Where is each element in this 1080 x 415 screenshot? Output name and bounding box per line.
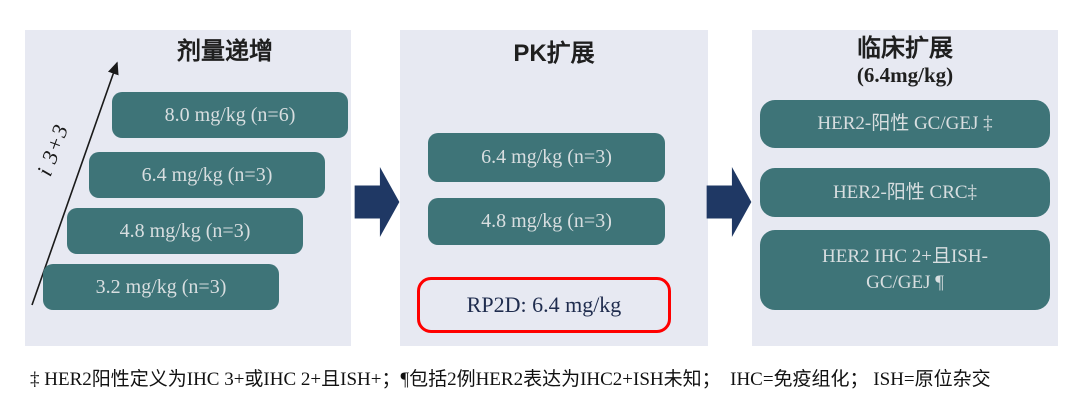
flow-arrow-right-icon — [354, 167, 400, 237]
cohort-label: HER2-阳性 GC/GEJ ‡ — [817, 113, 993, 134]
cohort-box-crc: HER2-阳性 CRC‡ — [760, 168, 1050, 217]
dose-box-6-4: 6.4 mg/kg (n=3) — [89, 152, 325, 198]
cohort-box-gc-gej: HER2-阳性 GC/GEJ ‡ — [760, 100, 1050, 148]
dose-box-label: 4.8 mg/kg (n=3) — [119, 219, 251, 242]
dose-box-label: 6.4 mg/kg (n=3) — [481, 146, 612, 168]
cohort-box-ihc2-ish-neg: HER2 IHC 2+且ISH- GC/GEJ ¶ — [760, 230, 1050, 310]
pk-expansion-title: PK扩展 — [513, 40, 595, 67]
clinical-expansion-title: 临床扩展 (6.4mg/kg) — [752, 35, 1058, 88]
rp2d-highlight-box: RP2D: 6.4 mg/kg — [417, 277, 671, 333]
cohort-label: HER2 IHC 2+且ISH- GC/GEJ ¶ — [822, 246, 988, 293]
dose-box-label: 3.2 mg/kg (n=3) — [95, 275, 227, 298]
dose-box-3-2: 3.2 mg/kg (n=3) — [43, 264, 279, 310]
cohort-label: HER2-阳性 CRC‡ — [832, 181, 978, 203]
escalation-arrow-icon — [31, 61, 119, 306]
pk-expansion-panel: PK扩展 6.4 mg/kg (n=3) 4.8 mg/kg (n=3) RP2… — [400, 30, 708, 346]
dose-box-label: 6.4 mg/kg (n=3) — [141, 163, 273, 186]
footnote: ‡ HER2阳性定义为IHC 3+或IHC 2+且ISH+；¶包括2例HER2表… — [30, 369, 991, 390]
dose-box-label: 8.0 mg/kg (n=6) — [164, 103, 296, 126]
dose-box-4-8: 4.8 mg/kg (n=3) — [67, 208, 303, 254]
pk-dose-box-6-4: 6.4 mg/kg (n=3) — [428, 133, 665, 182]
clinical-expansion-dose-subtitle: (6.4mg/kg) — [856, 63, 954, 87]
dose-box-8-0: 8.0 mg/kg (n=6) — [112, 92, 348, 138]
clinical-expansion-title-text: 临床扩展 — [857, 35, 953, 62]
dose-escalation-panel: 剂量递增 i 3+3 8.0 mg/kg (n=6) 6.4 mg/kg (n=… — [25, 30, 351, 346]
clinical-expansion-panel: 临床扩展 (6.4mg/kg) HER2-阳性 GC/GEJ ‡ HER2-阳性… — [752, 30, 1058, 346]
dose-box-label: 4.8 mg/kg (n=3) — [481, 210, 612, 232]
pk-dose-box-4-8: 4.8 mg/kg (n=3) — [428, 198, 665, 245]
flow-arrow-right-icon — [706, 167, 752, 237]
dose-escalation-title: 剂量递增 — [177, 38, 273, 65]
rp2d-label: RP2D: 6.4 mg/kg — [466, 292, 622, 317]
